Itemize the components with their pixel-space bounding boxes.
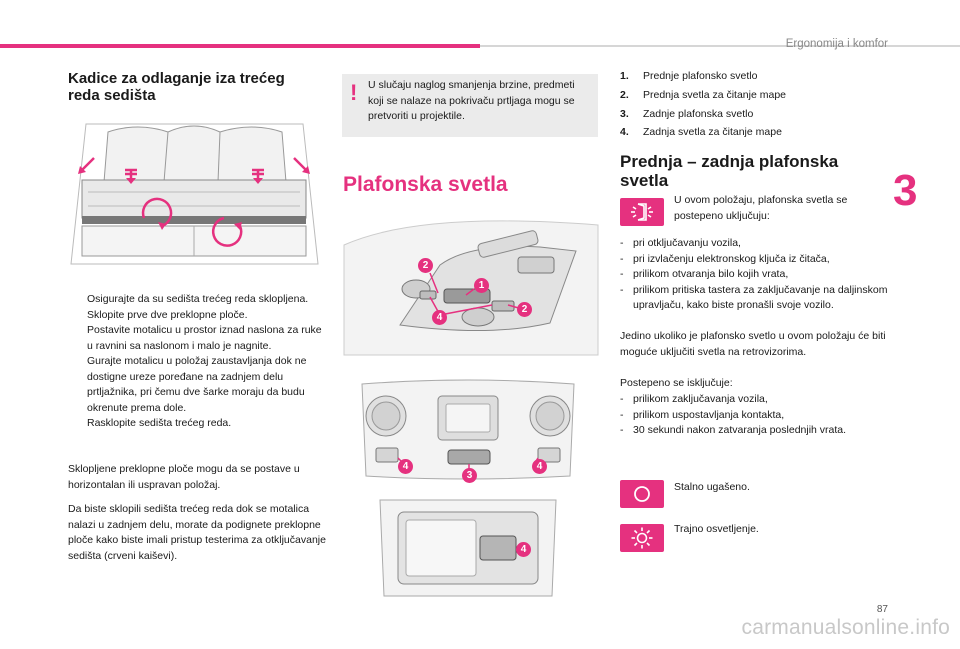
callout-badge: 4 (398, 459, 413, 474)
rear-ceiling-light-illustration (361, 379, 575, 480)
callout-badge: 3 (462, 468, 477, 483)
folded-panels-note: Sklopljene preklopne ploče mogu da se po… (68, 463, 300, 491)
watermark: carmanualsonline.info (741, 616, 950, 639)
list-item: 3.Zadnje plafonska svetlo (620, 107, 754, 120)
callout-badge: 1 (474, 278, 489, 293)
warning-box: ! U slučaju naglog smanjenja brzine, pre… (342, 74, 598, 137)
front-rear-lights-heading: Prednja – zadnja plafonska svetla (620, 152, 839, 190)
auto-off-intro: Postepeno se isključuje: (620, 377, 733, 389)
rear-reading-light-illustration (379, 499, 557, 597)
section-title: Ergonomija i komfor (785, 38, 888, 50)
page-number: 87 (876, 604, 888, 615)
light-off-label: Stalno ugašeno. (674, 481, 750, 493)
storage-heading: Kadice za odlaganje iza trećeg reda sedi… (68, 70, 285, 104)
header-rule (480, 45, 960, 47)
lights-legend-list: 1.Prednje plafonsko svetlo 2.Prednja sve… (620, 67, 860, 142)
list-item: Osigurajte da su sedišta trećeg reda skl… (87, 293, 309, 305)
callout-badge: 4 (432, 310, 447, 325)
auto-mode-intro: U ovom položaju, plafonska svetla se pos… (674, 194, 848, 222)
mirror-lights-note: Jedino ukoliko je plafonsko svetlo u ovo… (620, 330, 886, 358)
front-ceiling-light-illustration (343, 220, 599, 356)
list-item: 4.Zadnja svetla za čitanje mape (620, 126, 782, 139)
light-on-label: Trajno osvetljenje. (674, 523, 759, 535)
list-item: -30 sekundi nakon zatvaranja poslednjih … (620, 424, 847, 436)
auto-off-conditions-list: -prilikom zaključavanja vozila, -priliko… (620, 392, 890, 439)
chapter-number: 3 (893, 166, 918, 215)
list-item: 1.Prednje plafonsko svetlo (620, 70, 758, 82)
storage-steps-list: Osigurajte da su sedišta trećeg reda skl… (68, 292, 326, 432)
exclamation-icon: ! (350, 80, 358, 105)
callout-badge: 4 (532, 459, 547, 474)
callout-badge: 2 (517, 302, 532, 317)
list-item: -prilikom zaključavanja vozila, (620, 393, 768, 405)
list-item: Sklopite prve dve preklopne ploče. (87, 308, 248, 321)
seatbelt-note: Da biste sklopili sedišta trećeg reda do… (68, 503, 326, 562)
list-item: -pri otključavanju vozila, (620, 237, 741, 249)
ceiling-lights-heading: Plafonska svetla (343, 173, 508, 196)
light-off-icon (620, 480, 664, 508)
callout-badge: 2 (418, 258, 433, 273)
header-accent-bar (0, 44, 480, 48)
door-light-mode-icon (620, 198, 664, 226)
warning-text: U slučaju naglog smanjenja brzine, predm… (368, 79, 575, 122)
trunk-seats-illustration (68, 114, 321, 272)
auto-on-conditions-list: -pri otključavanju vozila, -pri izvlačen… (620, 236, 890, 314)
list-item: Gurajte motalicu u položaj zaustavljanja… (87, 355, 307, 414)
list-item: Rasklopite sedišta trećeg reda. (87, 417, 232, 429)
list-item: -prilikom uspostavljanja kontakta, (620, 408, 785, 421)
list-item: -prilikom pritiska tastera za zaključava… (620, 283, 888, 312)
light-on-icon (620, 524, 664, 552)
callout-badge: 4 (516, 542, 531, 557)
list-item: Postavite motalicu u prostor iznad naslo… (87, 324, 322, 352)
list-item: -prilikom otvaranja bilo kojih vrata, (620, 268, 789, 280)
list-item: -pri izvlačenju elektronskog ključa iz č… (620, 252, 830, 265)
list-item: 2.Prednja svetla za čitanje mape (620, 88, 786, 101)
